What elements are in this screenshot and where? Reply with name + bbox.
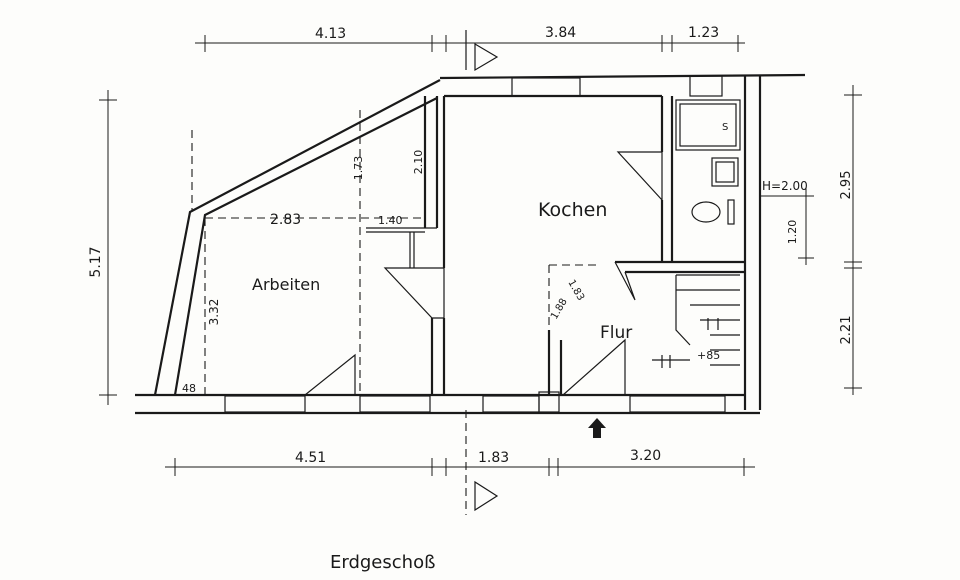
- walls: [135, 73, 806, 415]
- plan-title: Erdgeschoß: [330, 552, 435, 573]
- ceiling-height: H=2.00: [762, 179, 808, 193]
- dim-office-width: 2.83: [270, 212, 301, 228]
- shower: [675, 99, 741, 151]
- room-label-kitchen: Kochen: [538, 199, 607, 221]
- dim-top-right: 1.23: [688, 25, 719, 41]
- dim-right-lower: 2.21: [839, 316, 854, 345]
- section-marker-top: [465, 30, 499, 72]
- stair-level: +85: [697, 349, 720, 362]
- dim-bottom-left: 4.51: [295, 450, 326, 466]
- dim-office-corner: 48: [182, 382, 196, 395]
- toilet: [691, 199, 735, 225]
- dim-bottom-right: 3.20: [630, 448, 661, 464]
- dim-bottom-mid: 1.83: [478, 450, 509, 466]
- entrance-arrow-icon: [588, 418, 606, 438]
- dim-top-left: 4.13: [315, 26, 346, 42]
- dim-left-height: 5.17: [88, 246, 104, 277]
- room-label-hall: Flur: [600, 323, 632, 343]
- section-marker-bottom: [465, 410, 499, 515]
- dim-office-wall: 2.10: [412, 150, 425, 175]
- dim-right-upper: 2.95: [839, 171, 854, 200]
- dim-hall-b: 1.88: [549, 297, 570, 322]
- room-label-office: Arbeiten: [252, 275, 320, 294]
- dim-top-mid: 3.84: [545, 25, 576, 41]
- shower-mark: S: [722, 122, 728, 133]
- dim-hall-a: 1.83: [565, 278, 586, 303]
- dim-office-side: 3.32: [207, 299, 221, 326]
- dim-office-depth: 1.73: [352, 156, 365, 181]
- staircase: [652, 274, 740, 368]
- sink: [711, 157, 739, 187]
- dim-office-niche: 1.40: [378, 214, 403, 227]
- dimension-lines: [99, 35, 862, 476]
- dim-bath-height: 1.20: [786, 220, 799, 245]
